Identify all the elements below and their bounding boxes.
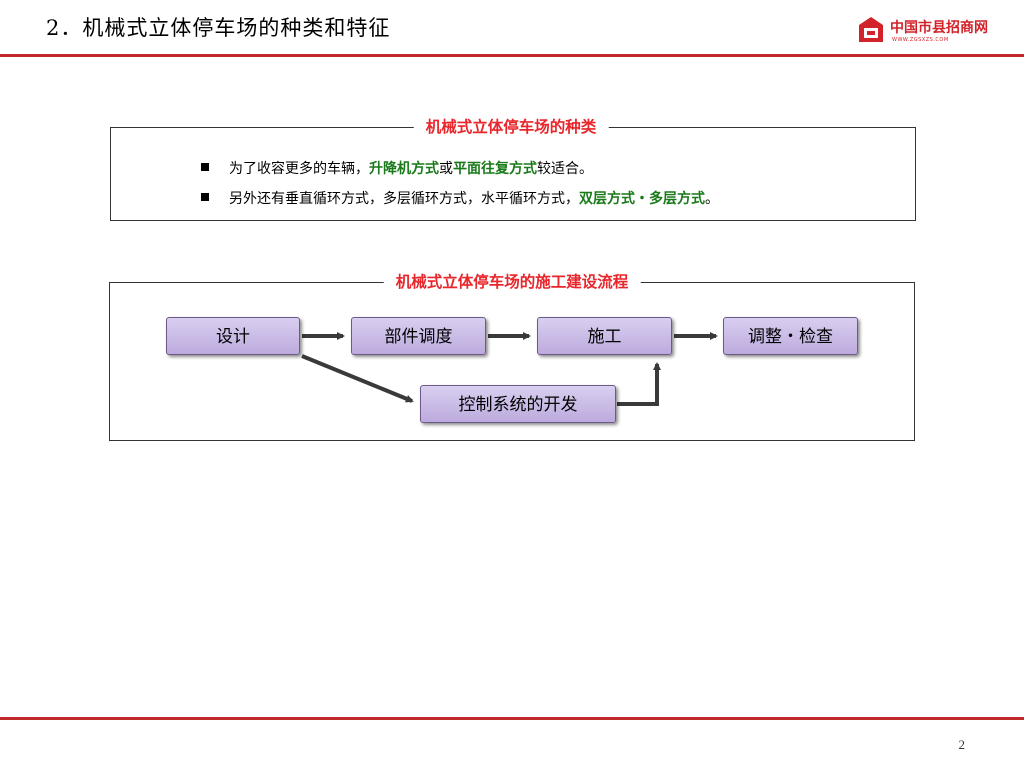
bullet-text-part: 为了收容更多的车辆， — [229, 161, 369, 177]
step-adjust-inspect: 调整・检查 — [723, 317, 858, 355]
page-number: 2 — [958, 737, 966, 752]
parking-types-panel: 机械式立体停车场的种类 为了收容更多的车辆，升降机方式或平面往复方式较适合。 另… — [110, 115, 916, 221]
bullet-highlight: 升降机方式 — [369, 161, 439, 177]
square-bullet-icon — [201, 193, 209, 201]
logo-url: WWW.ZGSXZS.COM — [892, 37, 949, 43]
step-design: 设计 — [166, 317, 300, 355]
step-construction: 施工 — [537, 317, 672, 355]
brand-logo: 中国市县招商网 WWW.ZGSXZS.COM — [858, 16, 1018, 48]
bullet-text-part: 另外还有垂直循环方式，多层循环方式，水平循环方式， — [229, 191, 579, 207]
bullet-text-part: 或 — [439, 161, 453, 177]
construction-flow-heading: 机械式立体停车场的施工建设流程 — [383, 270, 641, 292]
top-divider — [0, 54, 1024, 57]
parking-types-heading: 机械式立体停车场的种类 — [413, 115, 609, 137]
arrow-design-to-control — [301, 354, 414, 403]
step-parts-dispatch: 部件调度 — [351, 317, 486, 355]
bullet-text-part: 。 — [705, 191, 719, 207]
bullet-highlight: 双层方式・多层方式 — [579, 191, 705, 207]
bottom-divider — [0, 717, 1024, 720]
parking-types-list: 为了收容更多的车辆，升降机方式或平面往复方式较适合。 另外还有垂直循环方式，多层… — [201, 158, 719, 218]
square-bullet-icon — [201, 163, 209, 171]
logo-name: 中国市县招商网 — [890, 20, 988, 36]
list-item: 另外还有垂直循环方式，多层循环方式，水平循环方式，双层方式・多层方式。 — [201, 188, 719, 218]
bullet-text-part: 较适合。 — [537, 161, 593, 177]
house-logo-icon — [859, 17, 883, 42]
step-control-system-dev: 控制系统的开发 — [420, 385, 616, 423]
construction-flow-panel: 机械式立体停车场的施工建设流程 — [109, 270, 915, 441]
list-item: 为了收容更多的车辆，升降机方式或平面往复方式较适合。 — [201, 158, 719, 188]
slide-title: 2．机械式立体停车场的种类和特征 — [46, 16, 391, 40]
bullet-highlight: 平面往复方式 — [453, 161, 537, 177]
arrow-control-to-construction — [617, 362, 661, 406]
